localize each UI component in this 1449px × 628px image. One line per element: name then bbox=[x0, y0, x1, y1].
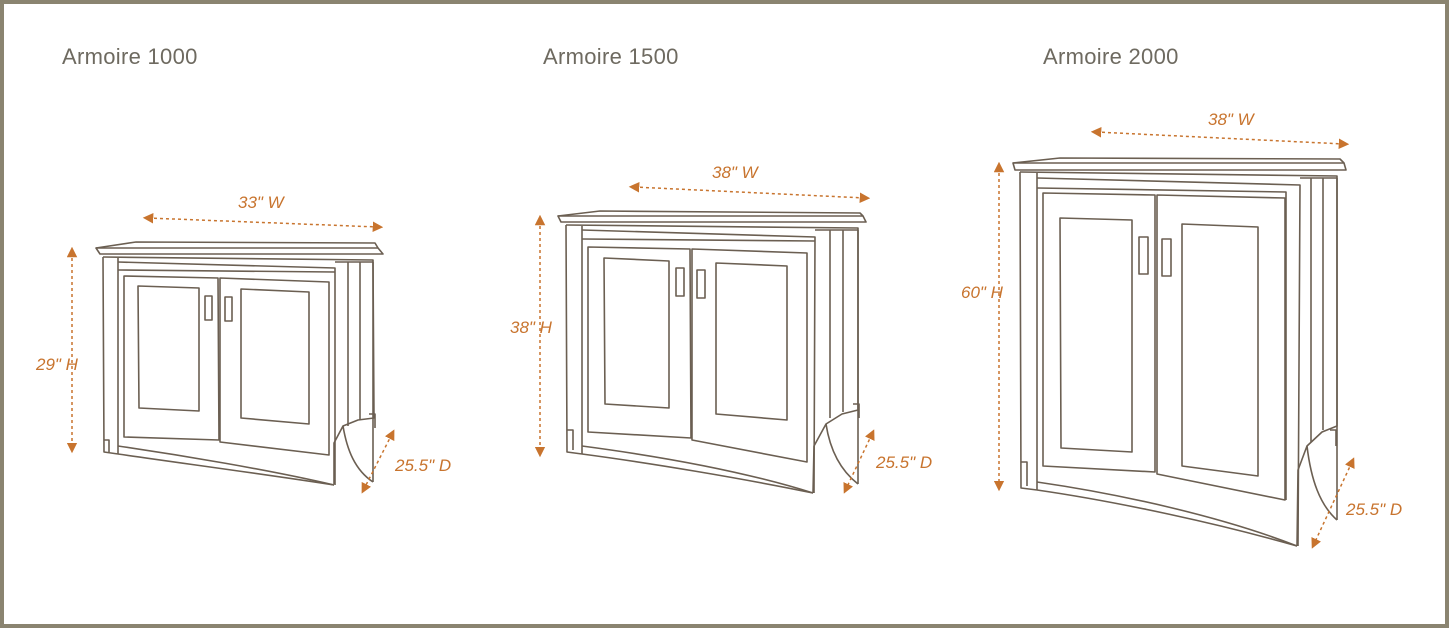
armoire-1000-depth-label: 25.5" D bbox=[395, 456, 452, 475]
armoire-1500-width-label: 38" W bbox=[712, 163, 758, 182]
armoire-2000-height-label: 60" H bbox=[961, 283, 1003, 302]
armoire-1500-width-arrow bbox=[628, 182, 871, 203]
armoire-1000-drawing bbox=[95, 241, 384, 486]
armoire-1500-height-label: 38" H bbox=[510, 318, 552, 337]
armoire-1500-title: Armoire 1500 bbox=[543, 44, 679, 69]
armoire-2000-width-label: 38" W bbox=[1208, 110, 1254, 129]
armoire-1000-width-arrow bbox=[142, 212, 384, 233]
armoire-2000-title: Armoire 2000 bbox=[1043, 44, 1179, 69]
dimension-lines bbox=[66, 127, 1355, 549]
armoire-1000-title: Armoire 1000 bbox=[62, 44, 198, 69]
armoire-1000-height-label: 29" H bbox=[36, 355, 78, 374]
armoire-1500-depth-arrow bbox=[843, 429, 875, 494]
armoire-2000-width-arrow bbox=[1090, 127, 1350, 149]
armoire-1500-depth-label: 25.5" D bbox=[876, 453, 933, 472]
armoire-1500-drawing bbox=[557, 210, 867, 494]
armoire-1000-depth-arrow bbox=[361, 429, 395, 494]
armoire-1000-width-label: 33" W bbox=[238, 193, 284, 212]
armoire-2000-depth-label: 25.5" D bbox=[1346, 500, 1403, 519]
armoire-2000-drawing bbox=[1012, 157, 1347, 547]
